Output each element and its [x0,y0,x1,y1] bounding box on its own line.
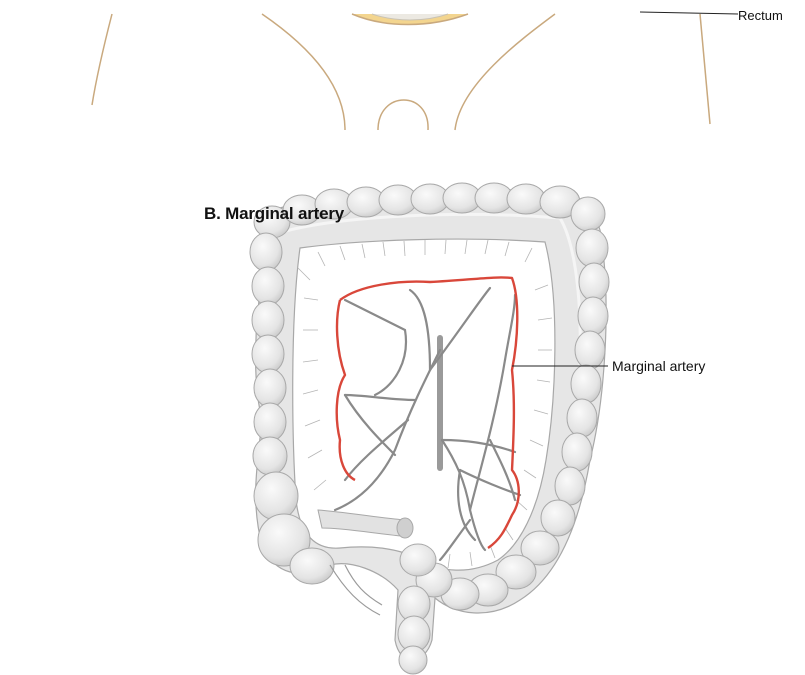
rectum-leader [640,12,738,14]
perineal-body [378,100,428,130]
pelvis-figure [92,14,710,130]
pelvic-wall-left [92,14,112,105]
label-rectum: Rectum [738,8,783,23]
section-title: B. Marginal artery [204,204,344,224]
pelvic-wall-right [700,14,710,124]
label-marginal-artery: Marginal artery [612,358,705,374]
pelvic-floor-left [262,14,345,130]
pelvic-floor-right [455,14,555,130]
